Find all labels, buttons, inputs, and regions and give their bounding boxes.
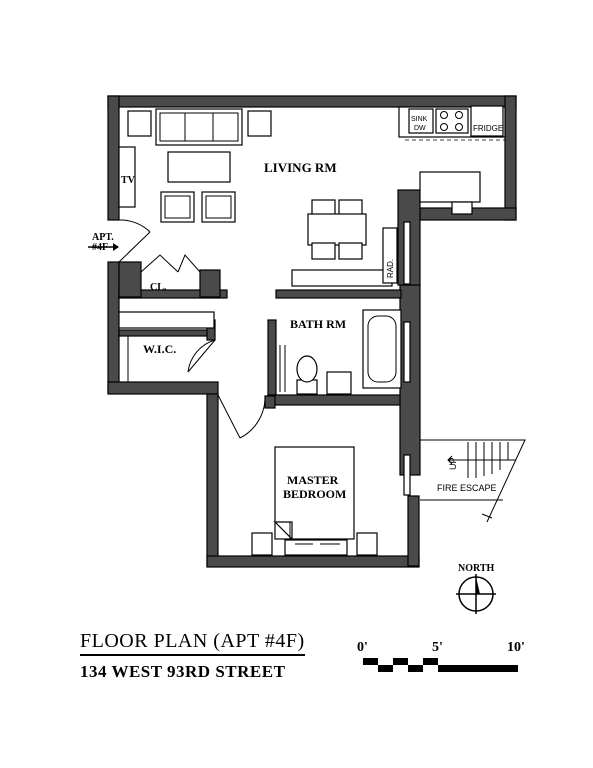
north-label: NORTH <box>458 563 495 574</box>
master-label-line1: MASTER <box>287 473 339 487</box>
dishwasher-label: DW <box>414 125 426 132</box>
tv-stand <box>118 146 136 208</box>
dresser <box>284 539 348 556</box>
window-bath <box>403 321 411 383</box>
plan-title: FLOOR PLAN (APT #4F) <box>80 630 305 656</box>
radiator <box>382 227 398 284</box>
bathroom: BATH RM <box>279 309 411 395</box>
side-table-right <box>247 110 272 137</box>
window-kitchen <box>451 201 473 215</box>
living-room-label: LIVING RM <box>264 160 337 175</box>
fridge <box>470 105 504 137</box>
side-table-left <box>127 110 152 137</box>
fire-escape-up-label: UP <box>448 457 458 470</box>
entry-label-apt: APT. <box>92 232 114 243</box>
radiator-label: RAD. <box>386 259 395 278</box>
scale-tick-0: 0' <box>357 640 368 655</box>
entry-label-unit: #4F <box>92 242 108 253</box>
nightstand-left <box>251 532 273 556</box>
interior-walls <box>118 261 402 409</box>
sofa <box>155 108 243 146</box>
window-living <box>403 221 411 285</box>
bedroom-door <box>217 394 266 439</box>
armchair-left <box>160 191 195 223</box>
title-block: FLOOR PLAN (APT #4F) 134 WEST 93RD STREE… <box>80 630 305 682</box>
wic-label: W.I.C. <box>143 342 176 356</box>
master-label-line2: BEDROOM <box>283 487 346 501</box>
fire-escape: UP FIRE ESCAPE <box>420 439 526 523</box>
sink <box>408 108 434 134</box>
fridge-label: FRIDGE <box>473 124 503 133</box>
bathtub <box>362 309 402 389</box>
coffee-table <box>167 151 231 183</box>
fire-escape-label: FIRE ESCAPE <box>437 483 497 493</box>
stove <box>435 108 469 134</box>
north-arrow: NORTH <box>456 563 496 614</box>
window-bedroom <box>403 454 411 496</box>
fire-escape-stairs <box>462 442 516 478</box>
bed <box>273 446 355 541</box>
bath-room-label: BATH RM <box>290 317 346 331</box>
plan-address: 134 WEST 93RD STREET <box>80 662 286 681</box>
dining-set <box>307 199 367 260</box>
armchair-right <box>201 191 236 223</box>
bath-vanity <box>326 371 352 395</box>
closet-doors: CL. <box>140 254 201 293</box>
kitchen-island <box>419 171 481 203</box>
scale-bar: 0' 5' 10' <box>357 640 525 672</box>
nightstand-right <box>356 532 378 556</box>
scale-tick-10: 10' <box>507 640 525 655</box>
sink-label: SINK <box>411 116 428 123</box>
toilet <box>296 355 318 395</box>
scale-tick-5: 5' <box>432 640 443 655</box>
living-furniture: TV RAD. LIVING RM <box>118 108 411 287</box>
bedroom: MASTER BEDROOM <box>251 446 411 556</box>
console-table <box>291 269 393 287</box>
up-arrow-icon <box>447 455 462 465</box>
closet-label: CL. <box>150 282 167 293</box>
entry-door: APT. #4F <box>88 219 151 263</box>
tv-label: TV <box>121 175 136 186</box>
wic: W.I.C. <box>118 311 216 382</box>
kitchen: SINK DW FRIDGE <box>398 105 506 215</box>
